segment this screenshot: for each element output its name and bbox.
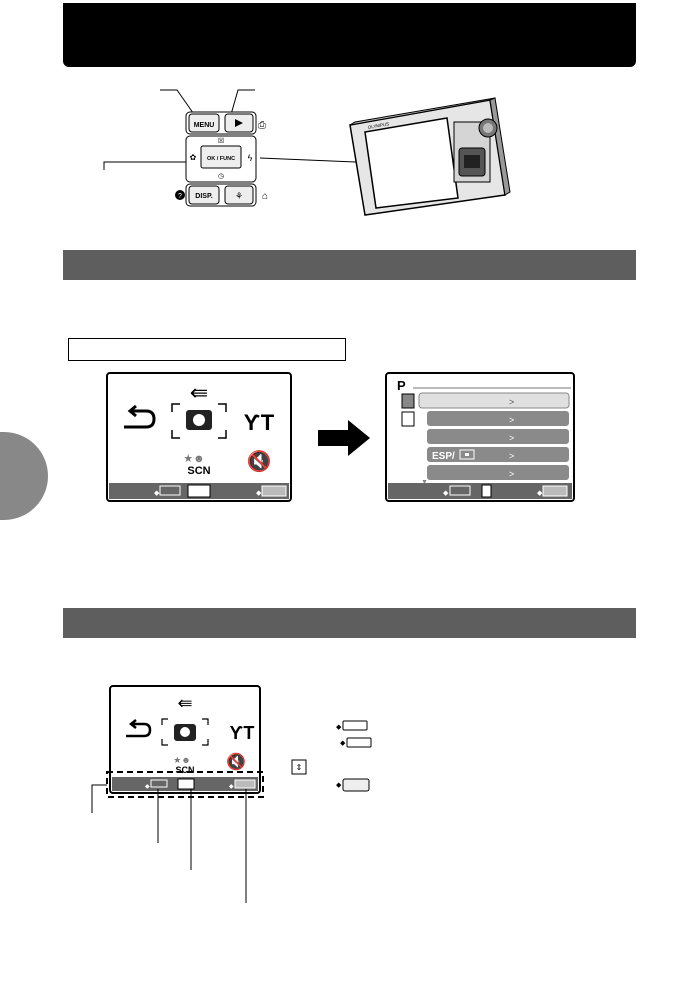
back-arrow-icon xyxy=(124,404,156,429)
svg-text:⇕: ⇕ xyxy=(296,763,303,772)
svg-text:◆: ◆ xyxy=(256,490,262,497)
menu-button-label: MENU xyxy=(194,122,215,129)
svg-text:ƳT: ƳT xyxy=(230,723,255,743)
svg-text:◆: ◆ xyxy=(145,784,150,790)
mode-letter: P xyxy=(397,378,406,393)
svg-text:★☻: ★☻ xyxy=(183,453,204,465)
scn-label-2: SCN xyxy=(175,765,194,775)
svg-text:◆: ◆ xyxy=(229,784,234,790)
svg-text:>: > xyxy=(509,469,514,479)
svg-text:🔇: 🔇 xyxy=(226,752,246,771)
svg-text:⇚: ⇚ xyxy=(177,693,192,713)
section-header-2 xyxy=(63,608,636,638)
page-title-bar xyxy=(63,3,636,67)
svg-text:ϟ: ϟ xyxy=(248,153,253,163)
boxed-caption xyxy=(68,338,346,361)
arrow-right-icon xyxy=(318,420,370,456)
svg-text:◆: ◆ xyxy=(336,782,342,789)
camera-illustration: OLYMPUS xyxy=(349,97,511,216)
chapter-tab xyxy=(0,432,48,520)
svg-text:>: > xyxy=(509,451,514,461)
scn-label: SCN xyxy=(187,465,210,477)
section-header-1 xyxy=(63,250,636,280)
controls-figure: MENU ⎙ OK / FUNC ☒ ◷ ✿ ϟ DISP. ⚘ ? ⌂ OLY… xyxy=(103,89,511,216)
svg-text:☒: ☒ xyxy=(218,137,224,145)
svg-text:⌂: ⌂ xyxy=(262,191,268,202)
svg-text:>: > xyxy=(509,415,514,425)
svg-text:◆: ◆ xyxy=(336,724,342,731)
svg-text:◆: ◆ xyxy=(443,490,449,497)
svg-text:★☻: ★☻ xyxy=(173,755,191,765)
svg-text:◷: ◷ xyxy=(218,173,224,180)
image-quality-icon: ⇚ xyxy=(190,380,208,405)
main-menu-screen-a: ⇚ ƳT ★☻ SCN 🔇 ◆ ◆ xyxy=(106,372,292,502)
okfunc-label: OK / FUNC xyxy=(207,156,235,162)
guide-bar xyxy=(388,483,572,499)
svg-text:>: > xyxy=(509,433,514,443)
main-menu-screen-b: ⇚ ƳT ★☻ SCN 🔇 ◆ ◆ xyxy=(91,685,264,903)
play-icon xyxy=(235,119,243,127)
camera-brand: OLYMPUS xyxy=(367,121,389,130)
silent-mode-icon: 🔇 xyxy=(247,449,272,473)
svg-text:?: ? xyxy=(178,193,182,200)
esp-label: ESP/ xyxy=(432,451,455,462)
svg-text:◆: ◆ xyxy=(340,740,346,747)
disp-button-label: DISP. xyxy=(195,193,212,200)
svg-text:▼: ▼ xyxy=(421,479,428,486)
svg-text:⚘: ⚘ xyxy=(235,191,243,201)
setup-icon: ƳT xyxy=(244,410,275,435)
svg-text:⎙: ⎙ xyxy=(258,120,266,131)
button-legend: ◆ ◆ ⇕ ◆ xyxy=(291,720,372,792)
svg-text:◆: ◆ xyxy=(154,490,160,497)
shooting-menu-screen: P > > > ESP/ > > ▼ ◆ ◆ xyxy=(385,372,575,502)
svg-text:◆: ◆ xyxy=(537,490,543,497)
svg-text:>: > xyxy=(509,397,514,407)
svg-text:✿: ✿ xyxy=(190,153,197,162)
